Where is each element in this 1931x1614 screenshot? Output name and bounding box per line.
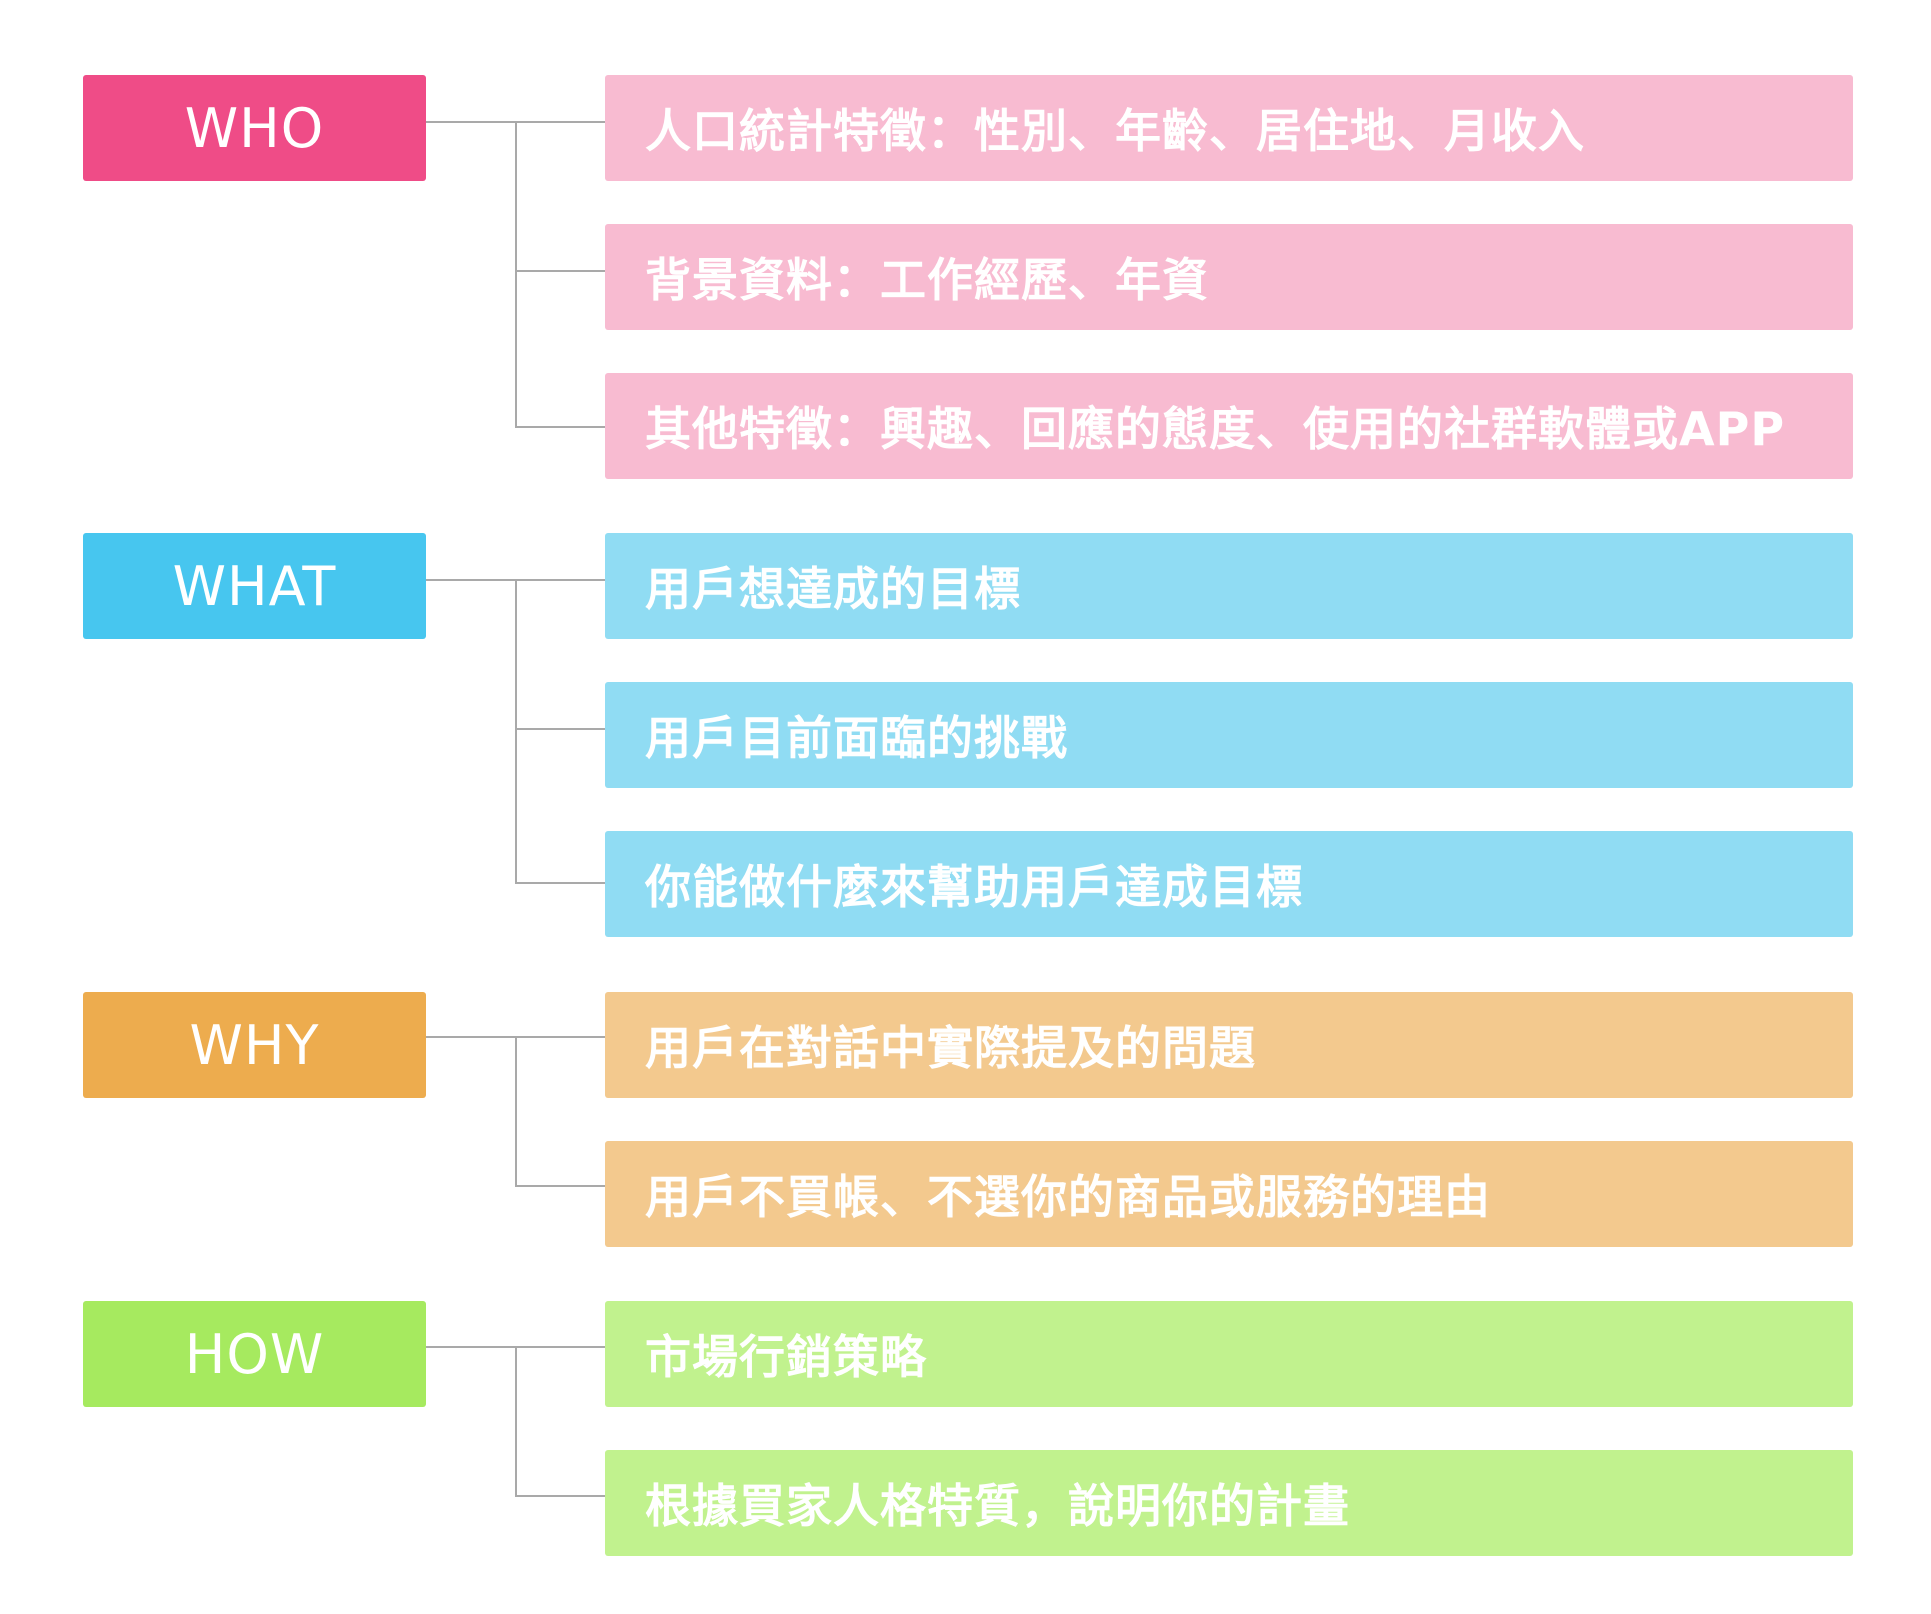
item-box: 其他特徵：興趣、回應的態度、使用的社群軟體或APP — [605, 373, 1853, 479]
category-what: WHAT — [83, 533, 426, 639]
item-label: 用戶不買帳、不選你的商品或服務的理由 — [645, 1170, 1491, 1224]
item-label: 用戶在對話中實際提及的問題 — [645, 1021, 1256, 1075]
category-who: WHO — [83, 75, 426, 181]
item-box: 用戶不買帳、不選你的商品或服務的理由 — [605, 1141, 1853, 1247]
item-box: 你能做什麼來幫助用戶達成目標 — [605, 831, 1853, 937]
category-label: WHAT — [172, 554, 337, 618]
item-box: 用戶在對話中實際提及的問題 — [605, 992, 1853, 1098]
category-label: HOW — [184, 1322, 325, 1386]
item-box: 市場行銷策略 — [605, 1301, 1853, 1407]
item-label: 市場行銷策略 — [645, 1330, 927, 1384]
item-label: 背景資料：工作經歷、年資 — [645, 253, 1209, 307]
category-label: WHO — [184, 96, 325, 160]
item-box: 用戶想達成的目標 — [605, 533, 1853, 639]
item-box: 背景資料：工作經歷、年資 — [605, 224, 1853, 330]
item-label: 其他特徵：興趣、回應的態度、使用的社群軟體或APP — [645, 402, 1786, 456]
item-label: 用戶想達成的目標 — [645, 562, 1021, 616]
item-box: 根據買家人格特質，說明你的計畫 — [605, 1450, 1853, 1556]
item-box: 用戶目前面臨的挑戰 — [605, 682, 1853, 788]
category-how: HOW — [83, 1301, 426, 1407]
category-why: WHY — [83, 992, 426, 1098]
item-box: 人口統計特徵：性別、年齡、居住地、月收入 — [605, 75, 1853, 181]
item-label: 用戶目前面臨的挑戰 — [645, 711, 1068, 765]
item-label: 根據買家人格特質，說明你的計畫 — [645, 1479, 1350, 1533]
item-label: 人口統計特徵：性別、年齡、居住地、月收入 — [645, 104, 1585, 158]
item-label: 你能做什麼來幫助用戶達成目標 — [645, 860, 1303, 914]
category-label: WHY — [189, 1013, 320, 1077]
